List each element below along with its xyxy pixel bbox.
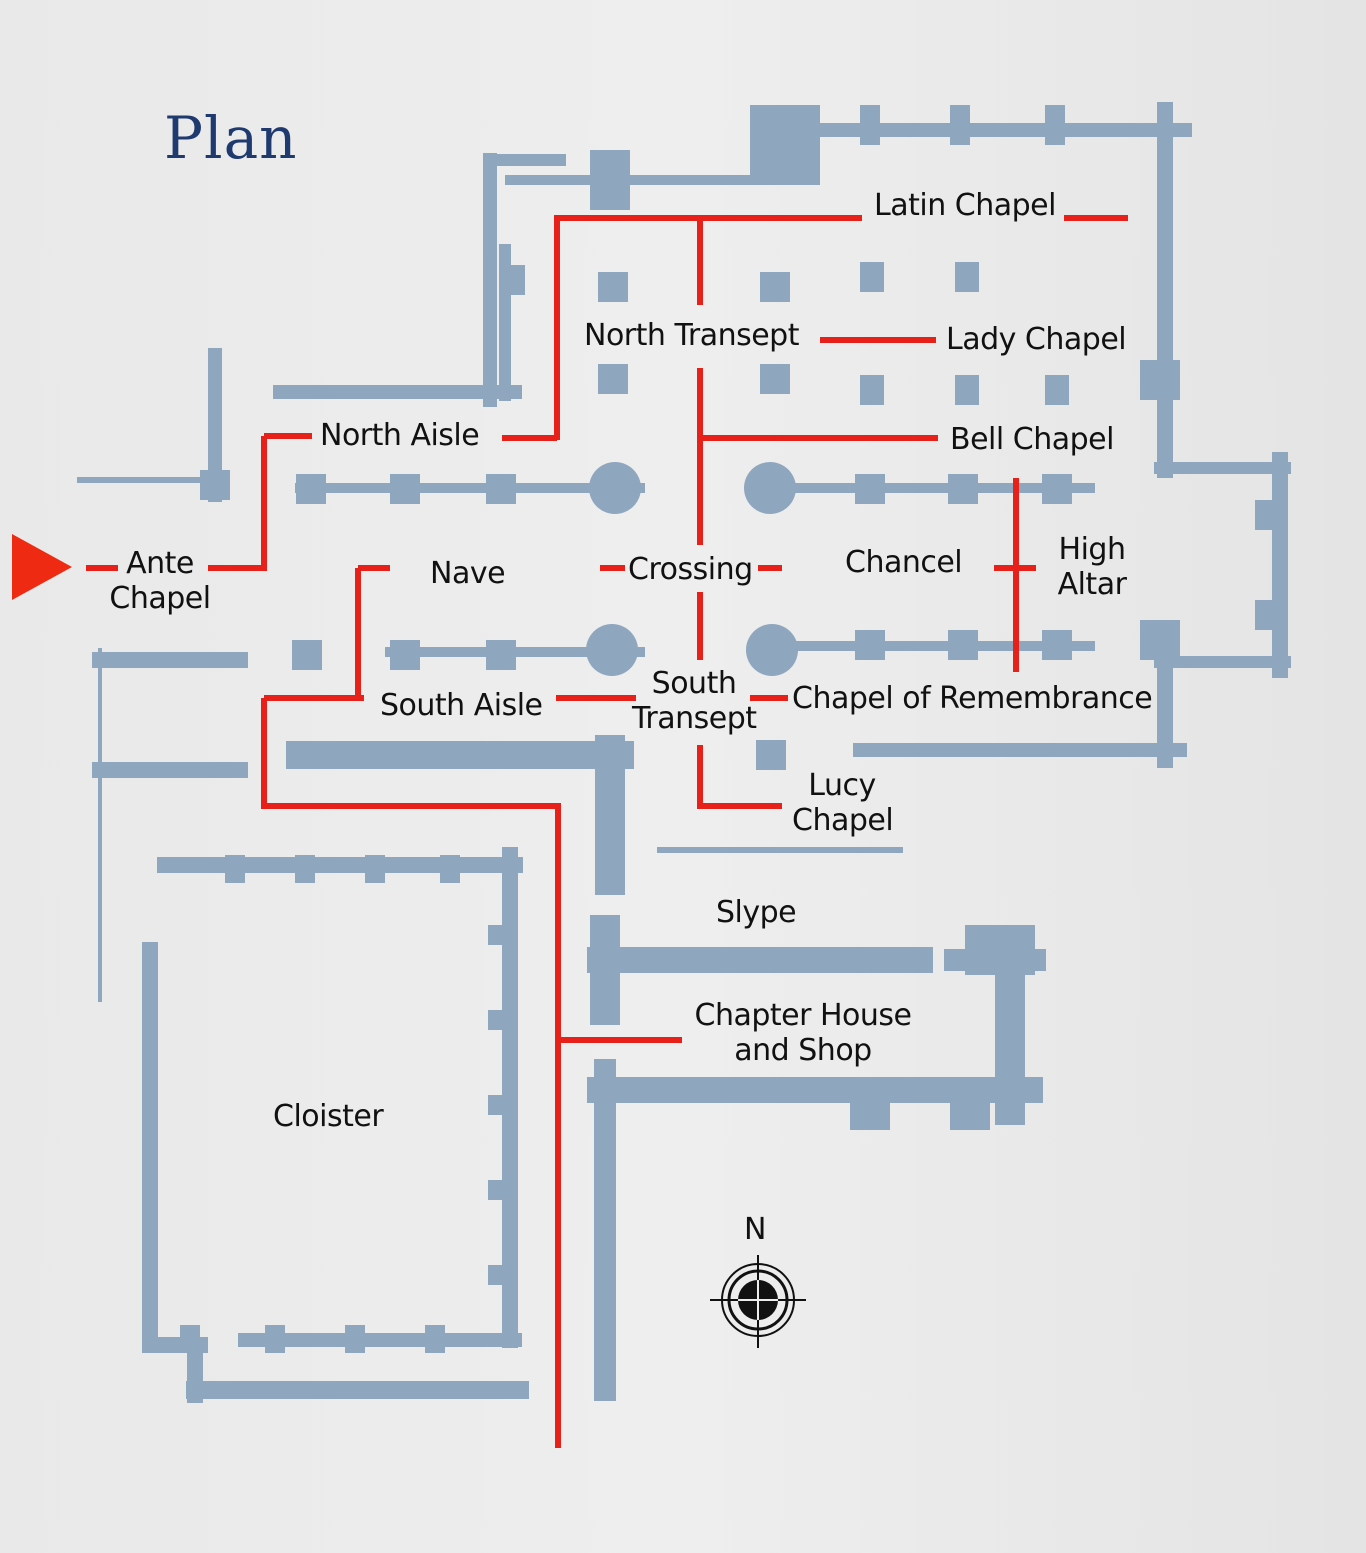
label-chapter-house-and-shop: Chapter House and Shop xyxy=(690,998,916,1068)
label-cloister: Cloister xyxy=(273,1099,384,1134)
label-chapter-house-line2: and Shop xyxy=(734,1033,872,1068)
route-lines xyxy=(86,215,1128,1448)
label-high-altar-line1: High xyxy=(1058,532,1126,567)
label-north-transept: North Transept xyxy=(584,318,799,353)
label-chapel-of-remembrance: Chapel of Remembrance xyxy=(792,681,1153,716)
label-chapter-house-line1: Chapter House xyxy=(694,998,913,1033)
label-south-aisle: South Aisle xyxy=(380,688,543,723)
compass-rose-icon xyxy=(710,1255,806,1348)
label-lady-chapel: Lady Chapel xyxy=(946,322,1127,357)
building-walls xyxy=(77,102,1291,1403)
label-nave: Nave xyxy=(430,556,506,591)
label-high-altar-line2: Altar xyxy=(1057,567,1127,602)
label-south-transept-line2: Transept xyxy=(632,701,757,736)
label-lucy-chapel: Lucy Chapel xyxy=(792,768,894,838)
label-high-altar: High Altar xyxy=(1052,532,1132,602)
label-south-transept: South Transept xyxy=(632,666,757,736)
label-south-transept-line1: South xyxy=(651,666,737,701)
label-ante-chapel-line1: Ante xyxy=(126,546,194,581)
label-slype: Slype xyxy=(716,895,797,930)
label-ante-chapel-line2: Chapel xyxy=(109,581,211,616)
label-north-aisle: North Aisle xyxy=(320,418,480,453)
label-ante-chapel: Ante Chapel xyxy=(108,546,212,616)
label-lucy-chapel-line2: Chapel xyxy=(792,803,894,838)
page-title: Plan xyxy=(164,104,298,172)
label-lucy-chapel-line1: Lucy xyxy=(808,768,876,803)
label-latin-chapel: Latin Chapel xyxy=(874,188,1056,223)
columns xyxy=(200,105,1285,1130)
entrance-arrow-icon xyxy=(12,534,72,600)
label-bell-chapel: Bell Chapel xyxy=(950,422,1114,457)
label-chancel: Chancel xyxy=(845,545,963,580)
compass-north-label: N xyxy=(744,1212,767,1247)
cloister-buttresses xyxy=(180,855,516,1353)
label-crossing: Crossing xyxy=(628,552,753,587)
